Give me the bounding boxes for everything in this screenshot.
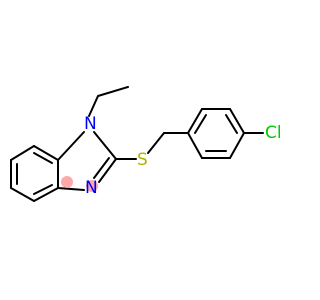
bond-n1-ch2 [88,95,99,117]
imidazole-ring [57,131,117,192]
bond-c3a-n1 [57,131,85,161]
chlorophenyl-ring [187,108,264,159]
bond-ar3-ar4 [229,108,245,134]
double-bond-ar3-ar4 [225,114,238,134]
double-bond-c3a-c4 [33,152,53,164]
aromatic-highlight-c7a [61,176,73,188]
bond-ch2-ch3 [97,86,129,97]
ethyl-group [88,86,129,117]
atom-label-cl: Cl [265,123,282,143]
aromatic-highlight-n3 [86,180,98,192]
double-bond-ar1-ar2 [194,114,207,134]
atom-label-s: S [137,150,148,170]
bond-n1-c2 [93,131,117,160]
bond-ar1-ar2 [187,108,203,134]
bond-ar4-ar5 [229,132,245,159]
atom-label-n1: N [84,114,97,134]
bond-c6-c7 [10,187,35,202]
bond-n3-c7a [57,187,85,191]
bond-c4-c5 [10,145,35,161]
thioether-linkage [115,132,189,160]
benzene-ring [10,145,59,202]
bond-ar6-ar1 [187,132,203,159]
atom-label-n3: N [85,178,98,198]
double-bond-c2-n3 [93,157,110,179]
bond-s-ch2 [147,132,165,154]
bond-c3a-c4 [33,145,59,161]
molecule-structure: N N S Cl [10,86,282,202]
bond-c2-n3 [98,158,117,183]
atom-labels: N N S Cl [84,114,282,198]
double-bond-c7-c7a [33,184,53,195]
bond-c7-c7a [33,187,59,202]
